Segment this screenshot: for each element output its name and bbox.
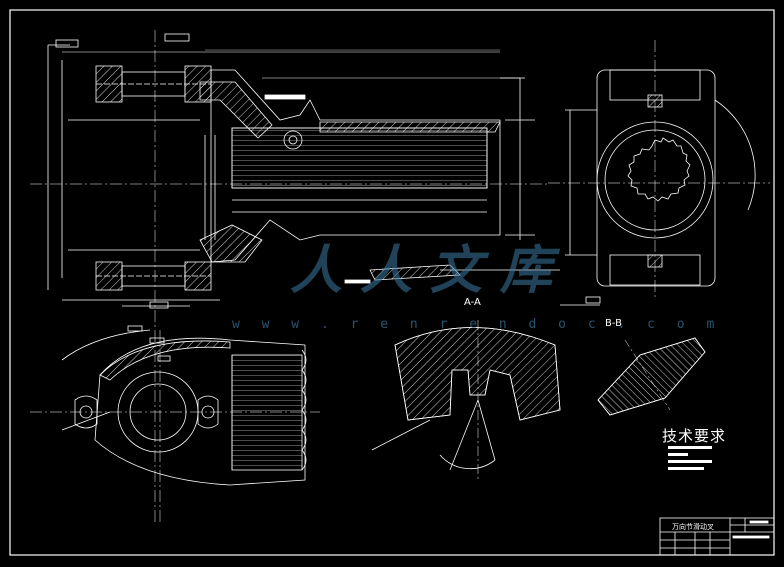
part-name: 万向节滑动叉 xyxy=(672,523,714,531)
side-view xyxy=(548,40,770,306)
section-a-a xyxy=(371,320,561,480)
main-view xyxy=(30,30,560,525)
watermark-url: w w w . r e n r e n d o c . c o m xyxy=(232,317,722,332)
section-a-a-label: A-A xyxy=(464,297,481,308)
section-b-b-label: B-B xyxy=(605,318,622,329)
section-b-b xyxy=(597,337,706,416)
flange-view xyxy=(30,325,320,525)
watermark-logo-text: 人人文库 xyxy=(290,240,571,301)
drawing-frame xyxy=(9,9,775,556)
title-block xyxy=(659,517,775,556)
tech-requirements-title: 技术要求 xyxy=(662,427,727,445)
tech-requirements-lines xyxy=(668,446,712,470)
